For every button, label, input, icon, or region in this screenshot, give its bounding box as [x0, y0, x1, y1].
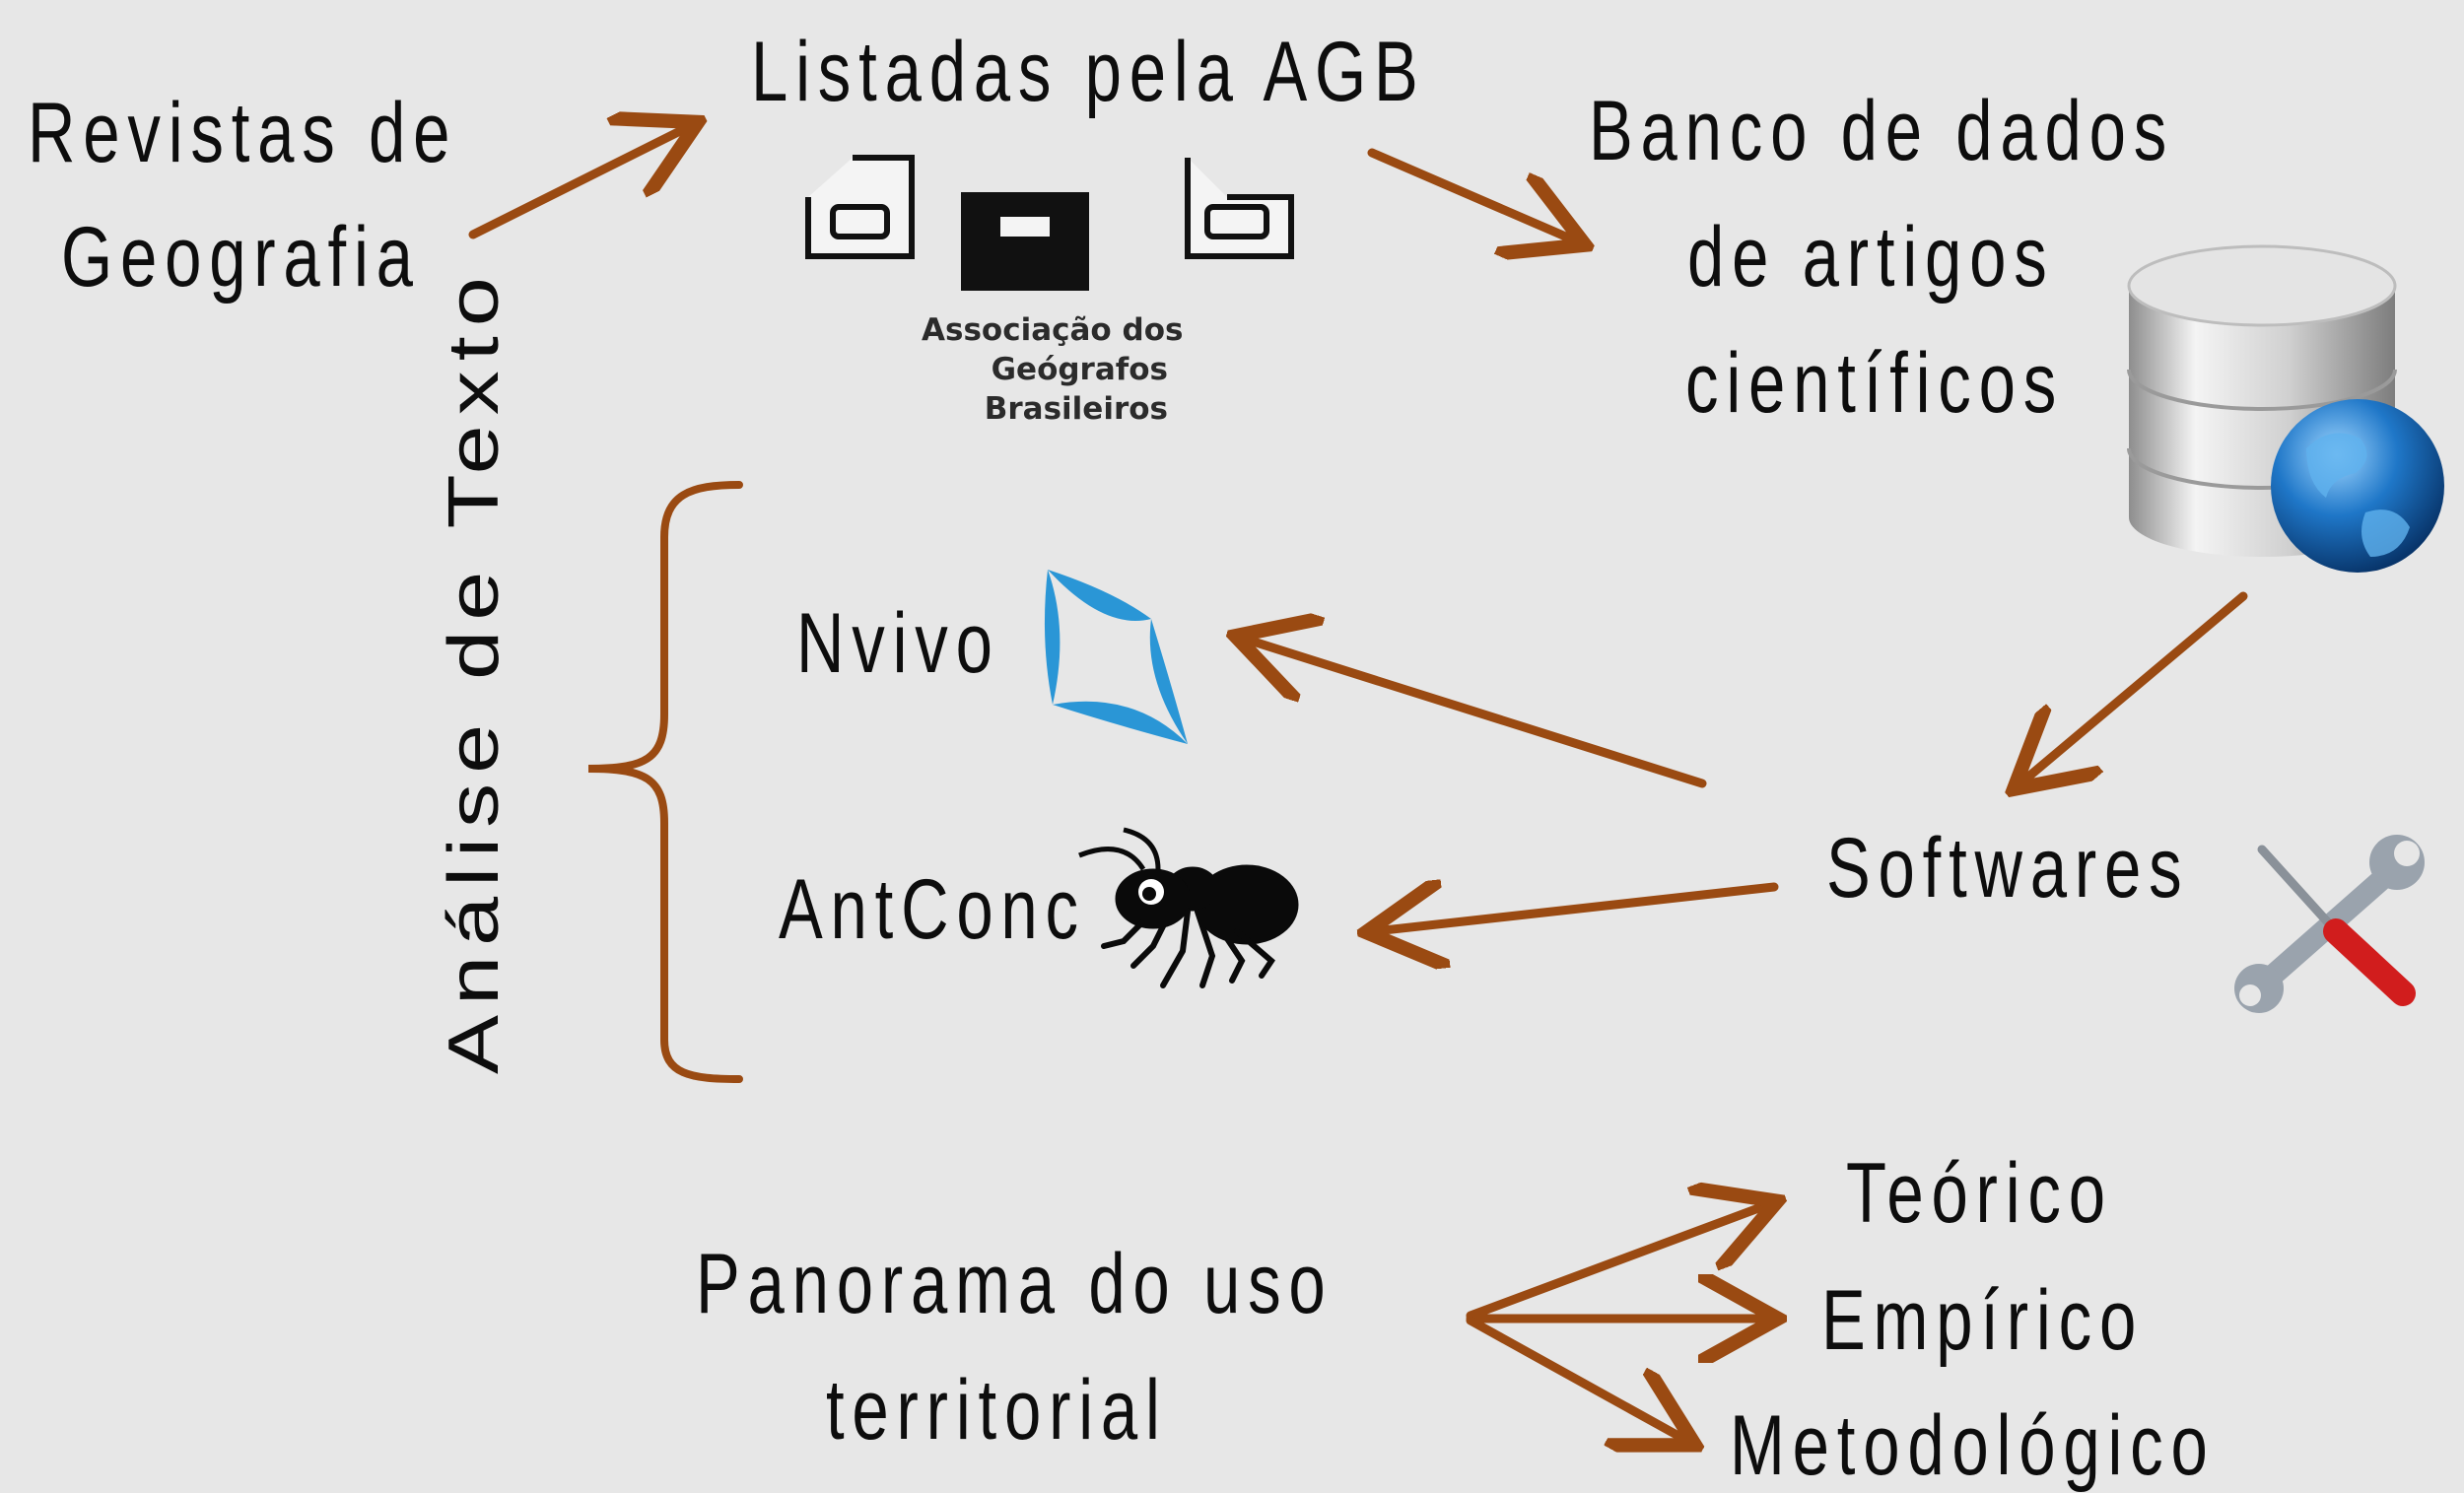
node-panorama-line2: territorial [826, 1363, 1168, 1458]
ant-icon [1078, 827, 1299, 988]
node-softwares: Softwares [1826, 821, 2190, 916]
node-antconc: AntConc [779, 862, 1086, 957]
node-revistas-line1: Revistas de [28, 86, 458, 180]
outcome-teorico: Teórico [1846, 1146, 2113, 1241]
agb-logo-mark [805, 155, 1294, 291]
agb-logo: Associação dos Geógrafos Brasileiros [803, 153, 1296, 429]
agb-line3: Brasileiros [984, 391, 1168, 427]
arrow-softwares-to-antconc [1375, 887, 1779, 931]
arrow-revistas-to-agb [468, 126, 690, 239]
node-panorama-line1: Panorama do uso [696, 1237, 1334, 1331]
wrench-screwdriver-icon [2234, 835, 2425, 1013]
agb-line2: Geógrafos [991, 352, 1168, 387]
agb-logo-text: Associação dos Geógrafos Brasileiros [922, 310, 1184, 429]
outcome-metodologico: Metodológico [1730, 1398, 2216, 1493]
node-banco-line1: Banco de dados [1589, 84, 2175, 178]
agb-line1: Associação dos [922, 312, 1184, 348]
node-listadas: Listadas pela AGB [751, 25, 1426, 119]
arrow-agb-to-banco [1367, 148, 1577, 241]
node-revistas-line2: Geografia [61, 210, 421, 305]
curly-brace [587, 481, 743, 1083]
nvivo-logo-icon [1044, 570, 1188, 744]
node-banco-line3: científicos [1685, 336, 2065, 431]
arrow-panorama-to-metodologico [1466, 1316, 1687, 1441]
arrow-banco-to-softwares [2020, 591, 2248, 783]
node-nvivo: Nvivo [796, 596, 1000, 691]
node-banco-line2: de artigos [1687, 210, 2055, 305]
analise-de-texto-label: Análise de Texto [434, 267, 513, 1074]
arrow-softwares-to-nvivo [1244, 639, 1707, 788]
database-globe-icon [2127, 244, 2444, 573]
arrow-panorama-to-teorico [1466, 1204, 1769, 1321]
outcome-empirico: Empírico [1821, 1273, 2145, 1368]
